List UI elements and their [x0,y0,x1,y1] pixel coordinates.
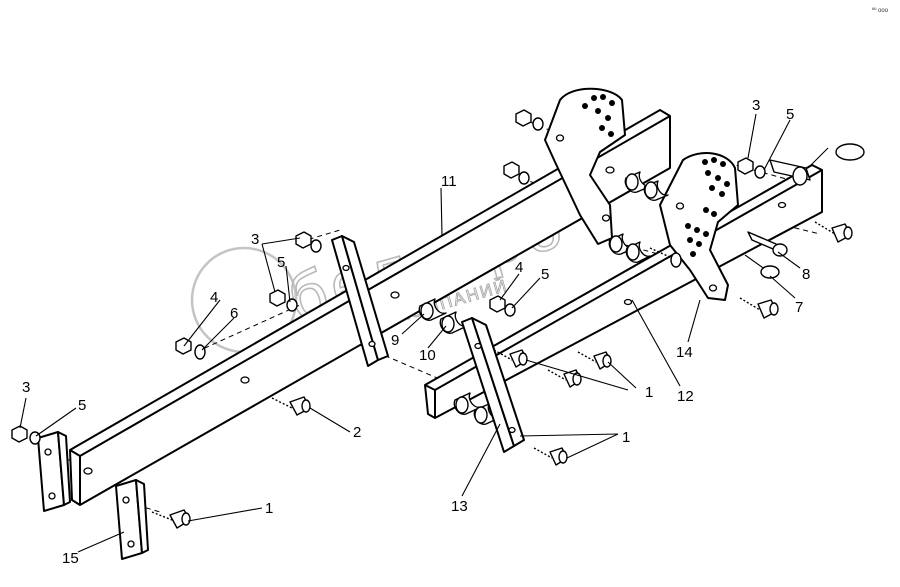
callout-14: 14 [676,344,693,361]
callout-1: 1 [645,384,653,401]
bolt-i [649,247,682,268]
callout-5: 5 [277,254,285,271]
bushings [418,171,669,425]
callout-10: 10 [419,347,436,364]
nuts-and-washers [11,109,766,445]
corner-mark: ºº ooo [872,7,889,14]
callout-8: 8 [802,266,810,283]
callout-3: 3 [22,379,30,396]
leader-lines [19,113,801,553]
callout-12: 12 [677,388,694,405]
bolt-h [814,221,853,243]
callout-5: 5 [78,397,86,414]
bolt-e [547,369,582,388]
callout-labels: 1 1 1 2 3 3 3 4 4 5 5 5 5 6 7 8 9 10 11 … [22,97,810,567]
bolt-b [271,396,311,416]
callout-9: 9 [391,332,399,349]
callout-4: 4 [515,259,523,276]
part-13-plates [331,235,525,453]
callout-2: 2 [353,424,361,441]
part-15-link-plates [37,431,149,560]
part-14-front-bracket [659,152,739,301]
callout-15: 15 [62,550,79,567]
pins [744,143,865,279]
callout-3: 3 [752,97,760,114]
callout-7: 7 [795,299,803,316]
callout-5: 5 [541,266,549,283]
bolts [151,221,853,529]
callout-3: 3 [251,231,259,248]
bolt-d [577,351,612,370]
callout-1: 1 [622,429,630,446]
bolt-f [533,447,568,466]
callout-5: 5 [786,106,794,123]
callout-4: 4 [210,289,218,306]
bolt-a [151,509,191,529]
callout-11: 11 [441,173,457,190]
callout-13: 13 [451,498,468,515]
callout-1: 1 [265,500,273,517]
part-14-rear-bracket [544,87,626,245]
bolt-g [739,297,779,319]
callout-6: 6 [230,305,238,322]
